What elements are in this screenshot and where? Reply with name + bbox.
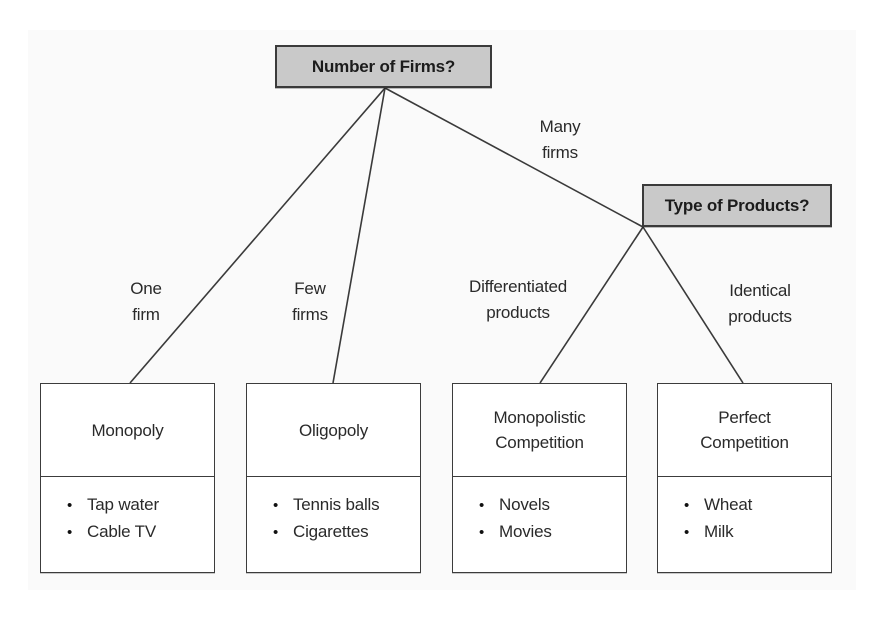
market-box-examples: • Tennis balls • Cigarettes	[247, 477, 420, 546]
connector-few-firms	[332, 87, 386, 384]
bullet-dot-icon: •	[273, 497, 279, 514]
market-box-title: Oligopoly	[247, 384, 420, 477]
example-item: • Cable TV	[67, 519, 208, 546]
example-item: • Novels	[479, 492, 620, 519]
branch-label-identical-products: Identical products	[728, 281, 792, 326]
connector-differentiated-products	[539, 226, 644, 384]
example-text: Movies	[499, 522, 552, 541]
example-item: • Cigarettes	[273, 519, 414, 546]
bullet-dot-icon: •	[479, 524, 485, 541]
example-text: Milk	[704, 522, 734, 541]
branch-label-differentiated-products: Differentiated products	[468, 277, 568, 322]
market-box-monopoly: Monopoly • Tap water • Cable TV	[40, 383, 215, 573]
example-item: • Tap water	[67, 492, 208, 519]
bullet-dot-icon: •	[67, 497, 73, 514]
question-box-number-of-firms: Number of Firms?	[275, 45, 492, 88]
market-box-perfect-competition: Perfect Competition • Wheat • Milk	[657, 383, 832, 573]
market-box-title: Monopolistic Competition	[453, 384, 626, 477]
branch-label-many-firms: Many firms	[539, 117, 581, 162]
market-box-title: Monopoly	[41, 384, 214, 477]
example-text: Tennis balls	[293, 495, 380, 514]
bullet-dot-icon: •	[684, 497, 690, 514]
market-box-examples: • Wheat • Milk	[658, 477, 831, 546]
example-text: Tap water	[87, 495, 159, 514]
bullet-dot-icon: •	[67, 524, 73, 541]
bullet-dot-icon: •	[273, 524, 279, 541]
market-box-title: Perfect Competition	[658, 384, 831, 477]
example-item: • Tennis balls	[273, 492, 414, 519]
connector-one-firm	[129, 87, 386, 384]
bullet-dot-icon: •	[479, 497, 485, 514]
connector-identical-products	[642, 226, 744, 384]
branch-label-few-firms: Few firms	[292, 279, 328, 324]
market-box-examples: • Novels • Movies	[453, 477, 626, 546]
market-box-oligopoly: Oligopoly • Tennis balls • Cigarettes	[246, 383, 421, 573]
market-box-monopolistic-competition: Monopolistic Competition • Novels • Movi…	[452, 383, 627, 573]
example-item: • Movies	[479, 519, 620, 546]
market-box-examples: • Tap water • Cable TV	[41, 477, 214, 546]
connector-many-firms	[384, 87, 644, 228]
example-text: Cigarettes	[293, 522, 369, 541]
bullet-dot-icon: •	[684, 524, 690, 541]
example-item: • Milk	[684, 519, 825, 546]
example-item: • Wheat	[684, 492, 825, 519]
example-text: Cable TV	[87, 522, 156, 541]
example-text: Novels	[499, 495, 550, 514]
branch-label-one-firm: One firm	[130, 279, 162, 324]
example-text: Wheat	[704, 495, 753, 514]
question-box-type-of-products: Type of Products?	[642, 184, 832, 227]
